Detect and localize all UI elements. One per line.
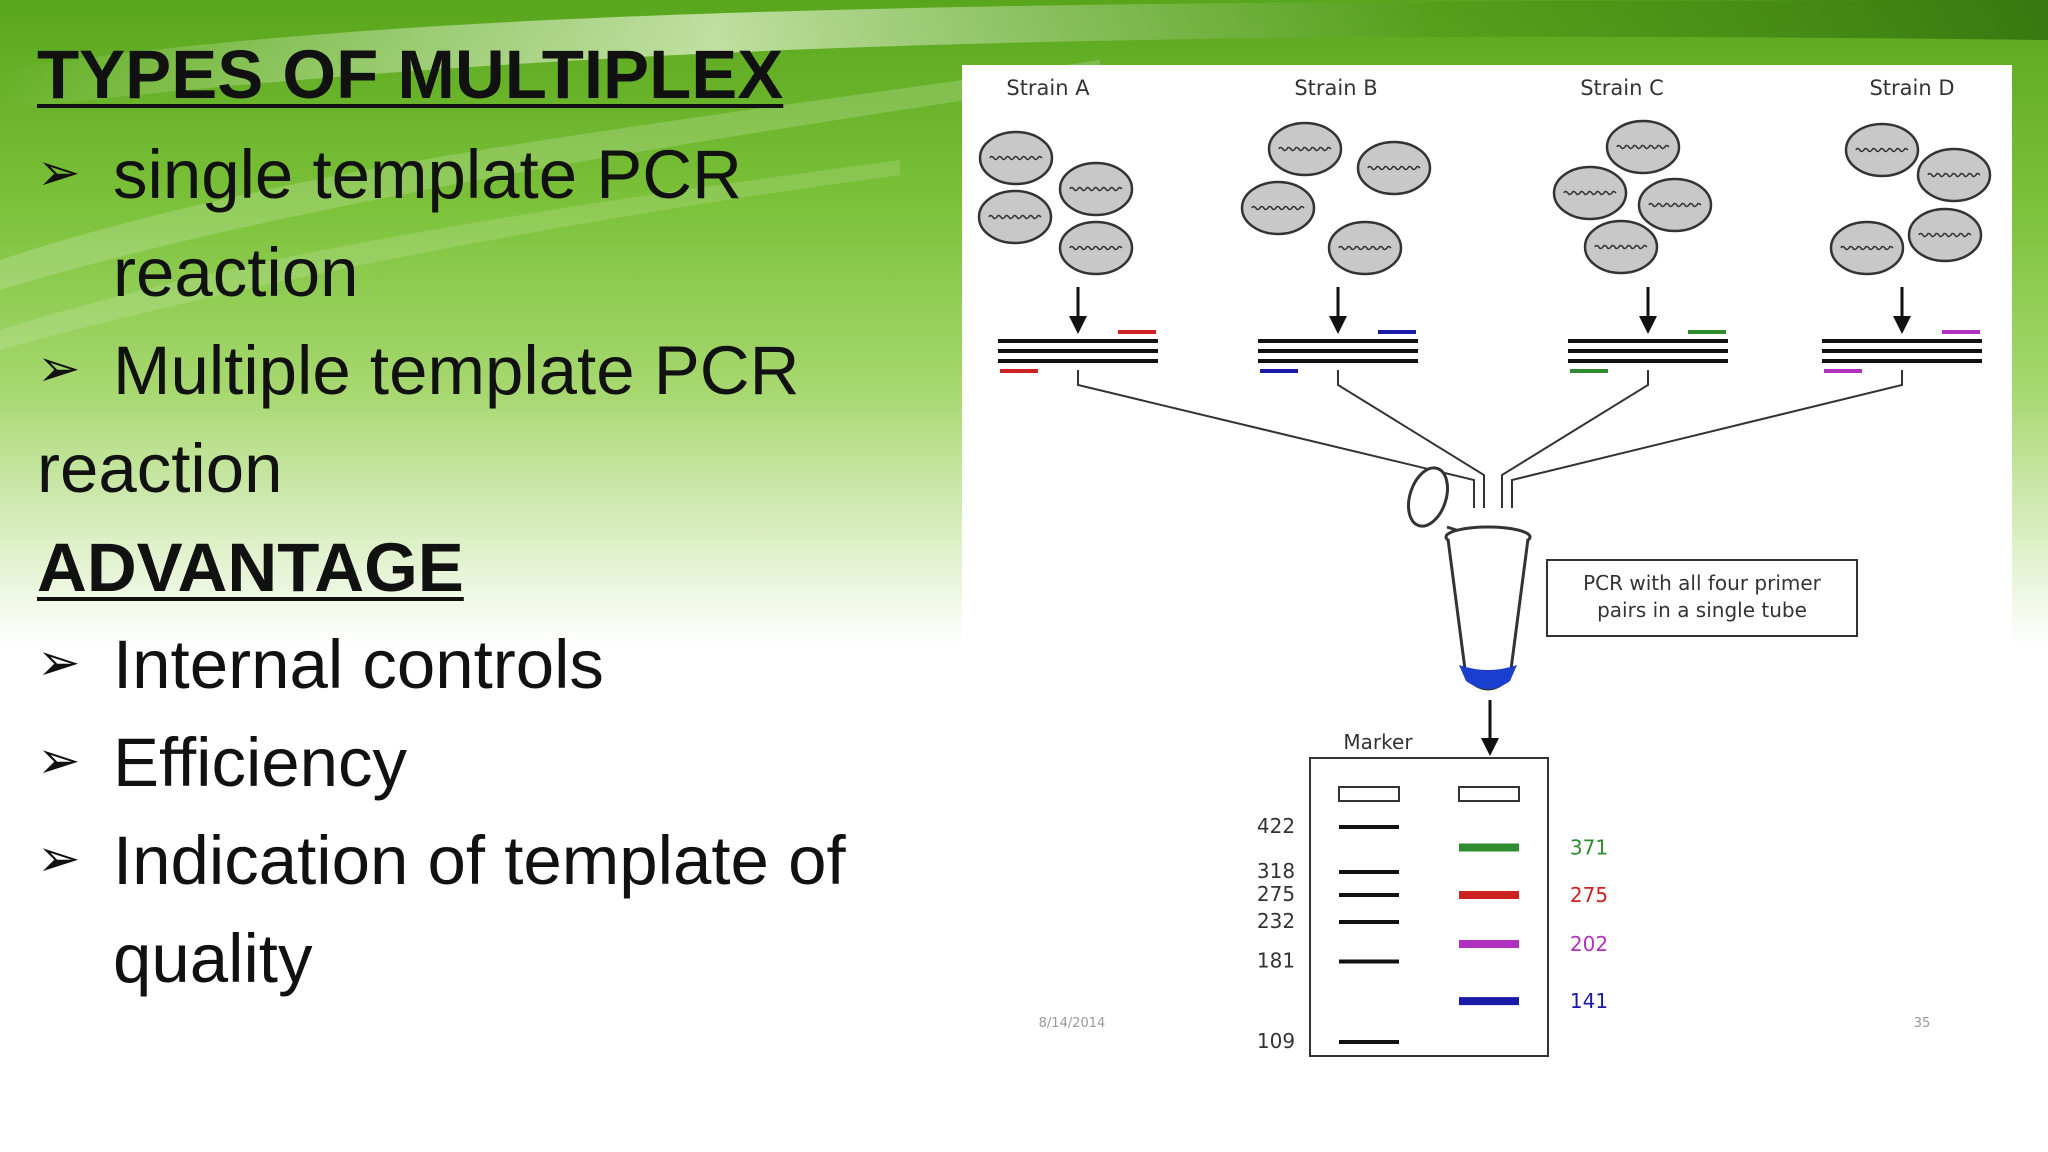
bacterial-cell-icon [1605, 119, 1681, 175]
sample-size-label: 275 [1570, 883, 1608, 907]
bullet-text: Internal controls [113, 626, 604, 703]
bullet-text: Multiple template PCR [113, 332, 800, 409]
bullet-continuation: quality [113, 920, 313, 997]
sample-size-label: 141 [1570, 989, 1608, 1013]
bacterial-cell-icon [978, 130, 1054, 186]
bacterial-cell-icon [1907, 207, 1983, 263]
connector-line [1337, 370, 1485, 508]
tube-label-box [1546, 559, 1858, 637]
marker-size-label: 422 [1257, 814, 1295, 838]
tube-label-line2: pairs in a single tube [1597, 598, 1807, 622]
arrow-bullet-icon: ➢ [37, 633, 81, 693]
bullet-multiple-template: ➢Multiple template PCR [37, 336, 799, 405]
bullet-efficiency: ➢Efficiency [37, 728, 407, 797]
bacterial-cell-icon [1240, 180, 1316, 236]
strain-b-label: Strain B [1294, 76, 1377, 100]
heading-advantage: ADVANTAGE [37, 529, 464, 606]
footer-date: 8/14/2014 [1039, 1016, 1106, 1031]
footer-page-number: 35 [1914, 1016, 1931, 1031]
sample-size-label: 202 [1570, 932, 1608, 956]
strain-a-label: Strain A [1006, 76, 1090, 100]
marker-size-label: 318 [1257, 859, 1295, 883]
bullet-text: single template PCR [113, 136, 742, 213]
bullet-continuation: reaction [37, 430, 283, 507]
bacterial-cell-icon [1916, 147, 1992, 203]
sample-size-label: 371 [1570, 835, 1608, 859]
arrow-bullet-icon: ➢ [37, 143, 81, 203]
bacterial-cells [977, 119, 1992, 276]
strain-c-label: Strain C [1580, 76, 1664, 100]
gel-box [1309, 757, 1549, 1057]
bacterial-cell-icon [1356, 140, 1432, 196]
bacterial-cell-icon [1058, 220, 1134, 276]
marker-size-label: 275 [1257, 882, 1295, 906]
bullet-indication-quality: ➢Indication of template of [37, 826, 846, 895]
bullet-internal-controls: ➢Internal controls [37, 630, 604, 699]
bullet-single-template: ➢single template PCR [37, 140, 742, 209]
bacterial-cell-icon [1583, 219, 1659, 275]
marker-label: Marker [1343, 730, 1413, 754]
bacterial-cell-icon [977, 189, 1053, 245]
strain-d-label: Strain D [1869, 76, 1954, 100]
bacterial-cell-icon [1637, 177, 1713, 233]
connector-line [1501, 370, 1649, 508]
heading-types-of-multiplex: TYPES OF MULTIPLEX [37, 36, 784, 113]
dna-templates [998, 330, 1982, 373]
bacterial-cell-icon [1844, 122, 1920, 178]
connector-line [1511, 370, 1903, 508]
multiplex-pcr-diagram: Strain A Strain B Strain C Strain D PCR … [962, 65, 2012, 1075]
pcr-tube-icon [1407, 466, 1532, 691]
arrow-bullet-icon: ➢ [37, 339, 81, 399]
diagram-svg: Strain A Strain B Strain C Strain D PCR … [962, 65, 2012, 1075]
gel-well [1458, 786, 1520, 802]
arrow-bullet-icon: ➢ [37, 731, 81, 791]
bacterial-cell-icon [1267, 121, 1343, 177]
gel-well [1338, 786, 1400, 802]
bacterial-cell-icon [1829, 220, 1905, 276]
bullet-text: Indication of template of [113, 822, 846, 899]
bullet-continuation: reaction [113, 234, 359, 311]
bacterial-cell-icon [1058, 161, 1134, 217]
bacterial-cell-icon [1552, 165, 1628, 221]
marker-size-label: 232 [1257, 909, 1295, 933]
arrow-bullet-icon: ➢ [37, 829, 81, 889]
tube-label-line1: PCR with all four primer [1583, 571, 1822, 595]
bullet-text: Efficiency [113, 724, 408, 801]
marker-size-label: 181 [1257, 948, 1295, 972]
connector-line [1077, 370, 1475, 508]
marker-size-label: 109 [1257, 1029, 1295, 1053]
bacterial-cell-icon [1327, 220, 1403, 276]
